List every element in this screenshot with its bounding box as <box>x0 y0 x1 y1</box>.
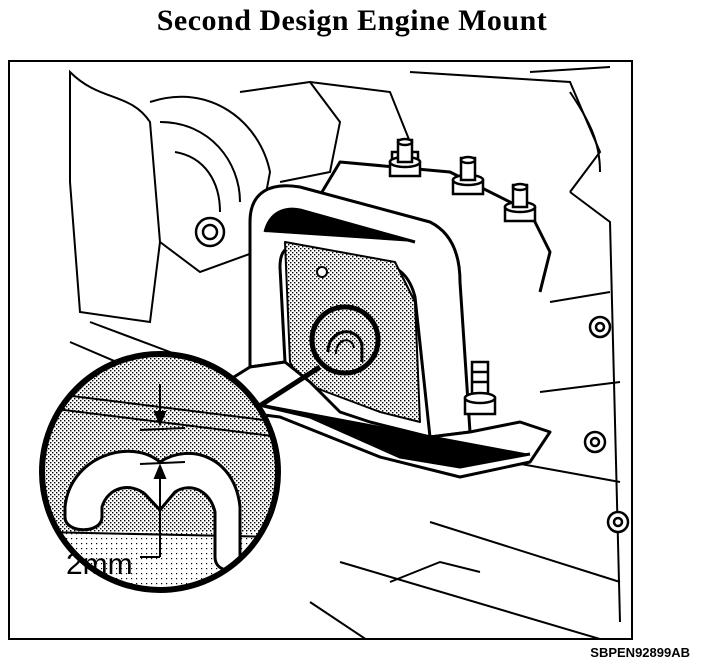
detail-callout <box>309 304 381 376</box>
lower-stud <box>463 360 497 416</box>
side-bolt <box>194 216 226 248</box>
figure-code: SBPEN92899AB <box>590 645 690 660</box>
right-bolts <box>583 315 630 534</box>
leader-line <box>248 364 322 415</box>
figure-title: Second Design Engine Mount <box>156 4 548 37</box>
line-drawing <box>39 66 630 638</box>
engine-block <box>69 66 621 638</box>
mount-studs <box>388 137 537 223</box>
mount-bracket <box>208 160 552 479</box>
bracket-hole <box>316 266 328 278</box>
magnified-detail <box>39 351 281 593</box>
engine-mount-illustration <box>8 60 633 640</box>
dimension-label: 2mm <box>66 548 133 581</box>
